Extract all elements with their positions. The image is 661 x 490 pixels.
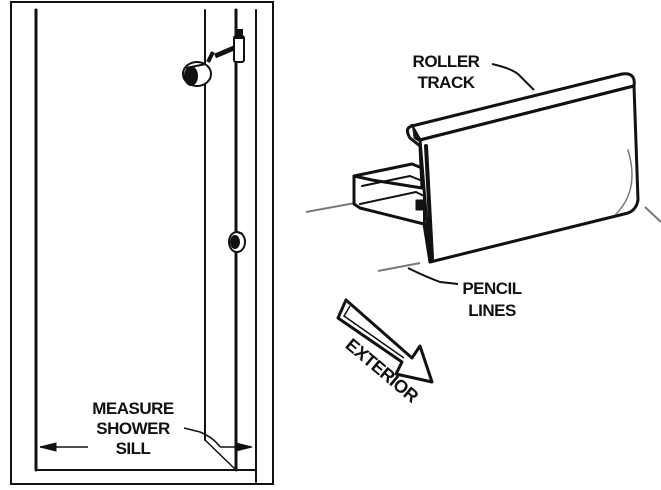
arrow-left-icon xyxy=(39,442,57,452)
label-roller: ROLLER xyxy=(413,52,480,71)
track-front-face xyxy=(418,84,640,264)
pencil-line-front xyxy=(377,262,421,272)
leader-pencil-lines xyxy=(407,267,459,285)
label-pencil: PENCIL xyxy=(462,279,521,298)
roller-track xyxy=(352,72,640,264)
pencil-line-end xyxy=(644,206,661,223)
track-channel-lip xyxy=(352,162,424,178)
shower-head-icon xyxy=(182,29,245,87)
pencil-line-back xyxy=(305,202,356,213)
leader-roller-track xyxy=(491,63,535,91)
track-shade-line xyxy=(424,144,434,260)
arrow-right-icon xyxy=(235,442,253,452)
label-measure: MEASURE xyxy=(92,399,174,418)
label-track: TRACK xyxy=(418,73,476,92)
pencil-lines xyxy=(305,202,661,272)
track-end-profile xyxy=(352,124,432,264)
label-lines: LINES xyxy=(468,301,516,320)
label-sill: SILL xyxy=(116,439,151,458)
exterior-arrow-icon xyxy=(336,298,434,384)
valve-knob-icon xyxy=(228,231,246,253)
track-channel-inner xyxy=(361,175,421,187)
track-corner-curve xyxy=(615,149,633,215)
floor-line xyxy=(204,439,237,471)
measure-arrows xyxy=(39,427,253,452)
label-shower: SHOWER xyxy=(96,419,170,438)
leader-right xyxy=(183,427,221,448)
enclosure-frame xyxy=(10,1,274,485)
track-flange xyxy=(415,199,427,211)
